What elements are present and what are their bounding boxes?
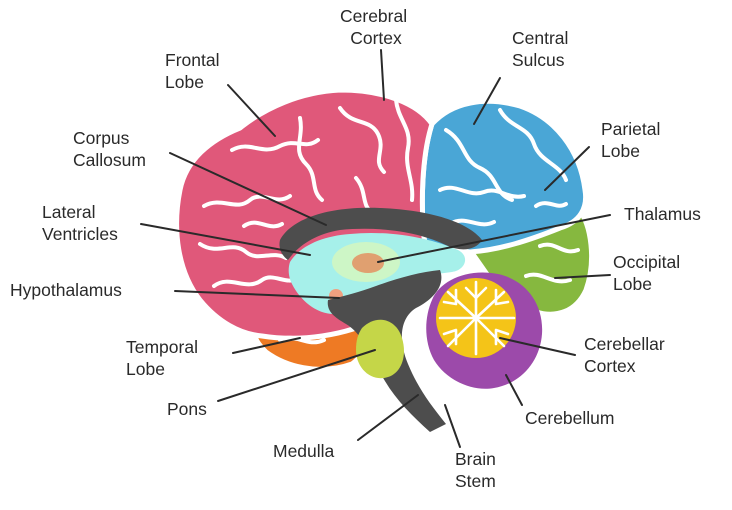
label-parietal-lobe: Parietal Lobe	[601, 119, 665, 161]
corpus-callosum-region	[279, 207, 482, 260]
brain	[174, 87, 595, 432]
label-cerebellar-cortex: Cerebellar Cortex	[584, 334, 670, 376]
label-cerebral-cortex: Cerebral Cortex	[340, 6, 412, 48]
thalamus-region	[352, 253, 384, 273]
label-thalamus: Thalamus	[624, 204, 701, 224]
label-occipital-lobe: Occipital Lobe	[613, 252, 685, 294]
label-lateral-ventricles: Lateral Ventricles	[42, 202, 118, 244]
label-central-sulcus: Central Sulcus	[512, 28, 573, 70]
label-temporal-lobe: Temporal Lobe	[126, 337, 203, 379]
label-pons: Pons	[167, 399, 207, 419]
label-corpus-callosum: Corpus Callosum	[73, 128, 146, 170]
label-brain-stem: Brain Stem	[455, 449, 501, 491]
leader-lines	[140, 49, 611, 448]
label-cerebellum: Cerebellum	[525, 408, 614, 428]
labels: Cerebral Cortex Frontal Lobe Central Sul…	[10, 6, 701, 491]
label-hypothalamus: Hypothalamus	[10, 280, 122, 300]
pons-region	[356, 319, 404, 379]
cerebellar-cortex-region	[436, 278, 516, 358]
label-frontal-lobe: Frontal Lobe	[165, 50, 224, 92]
label-medulla: Medulla	[273, 441, 335, 461]
